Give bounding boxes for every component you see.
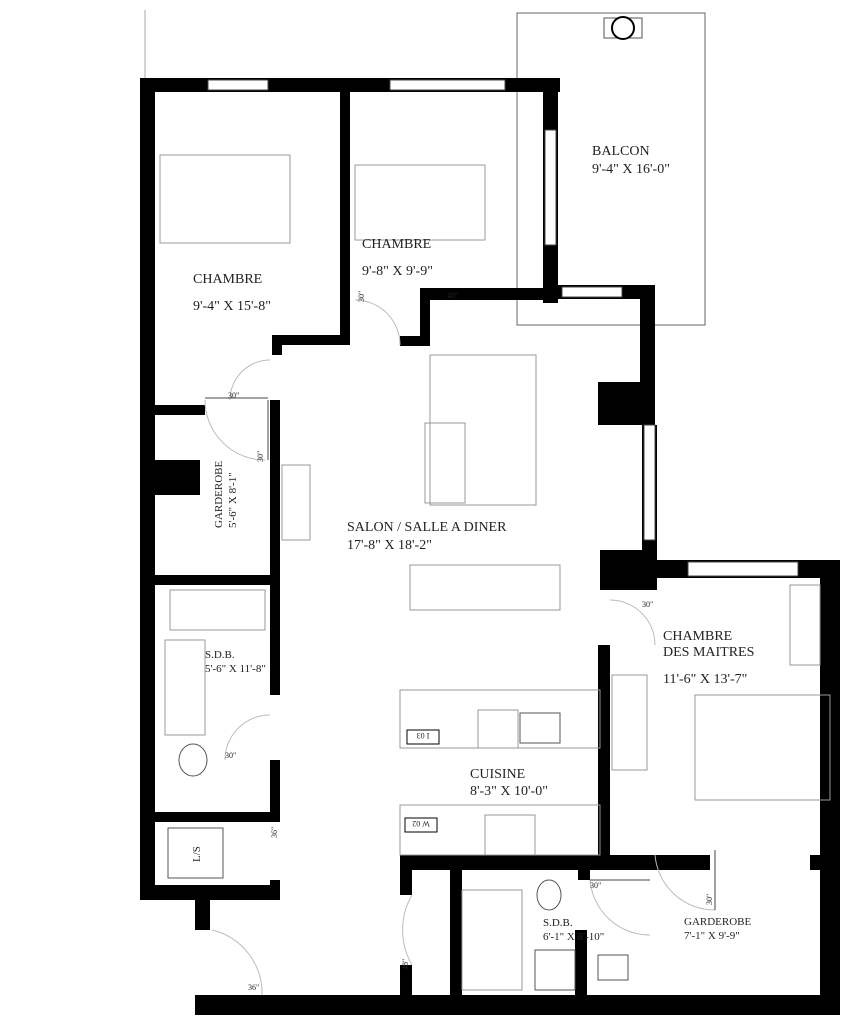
- room-name: GARDEROBE: [684, 916, 752, 928]
- shower-icon: [461, 889, 523, 991]
- door-size: 30": [642, 600, 653, 609]
- room-name: CHAMBRE: [193, 272, 262, 287]
- balcony-table-icon: [603, 16, 643, 40]
- room-name: DES MAITRES: [663, 645, 754, 660]
- dining-table-icon: [409, 564, 561, 611]
- laundry-label: L/S: [191, 846, 203, 862]
- bed-icon: [354, 164, 486, 241]
- vanity-icon: [164, 639, 206, 736]
- sink-icon: [519, 712, 561, 744]
- room-size: 5'-6" X 11'-8": [205, 663, 266, 675]
- door-size: 30": [590, 881, 601, 890]
- room-size: 17'-8" X 18'-2": [347, 538, 432, 553]
- room-name: S.D.B.: [543, 917, 573, 929]
- bed-icon: [159, 154, 291, 244]
- door-size: 36": [270, 827, 279, 838]
- double-vanity-icon: [534, 949, 576, 991]
- door-size: 48": [401, 959, 410, 970]
- room-size: 9'-4" X 16'-0": [592, 162, 670, 177]
- range-label: W 02: [412, 819, 429, 828]
- room-size: 11'-6" X 13'-7": [663, 672, 747, 687]
- room-name: BALCON: [592, 144, 650, 159]
- room-size: 5'-6" X 8'-1": [227, 472, 239, 528]
- master-bed-icon: [694, 694, 831, 801]
- door-size: 30": [228, 391, 239, 400]
- room-size: 6'-1" X 8'-10": [543, 931, 604, 943]
- toilet-icon: [536, 879, 562, 911]
- sofa-icon: [429, 354, 537, 506]
- room-size: 7'-1" X 9'-9": [684, 930, 740, 942]
- toilet-icon: [178, 743, 208, 777]
- walls: [140, 78, 840, 1015]
- room-name: SALON / SALLE A DINER: [347, 520, 507, 535]
- door-size: 30": [256, 451, 265, 462]
- windows: [207, 79, 799, 577]
- laundry-icon: [167, 827, 224, 879]
- furniture: [159, 154, 831, 991]
- bathtub-icon: [169, 589, 266, 631]
- door-size: 30": [357, 291, 366, 302]
- room-name: CHAMBRE: [663, 629, 732, 644]
- door-size: 30": [705, 894, 714, 905]
- room-name: CHAMBRE: [362, 237, 431, 252]
- room-size: 9'-4" X 15'-8": [193, 299, 271, 314]
- door-swings: [204, 299, 716, 996]
- door-size: 36": [248, 983, 259, 992]
- balcony-outline: [516, 12, 706, 326]
- room-size: 8'-3" X 10'-0": [470, 784, 548, 799]
- room-name: CUISINE: [470, 767, 525, 782]
- stove-icon: [484, 814, 536, 856]
- room-size: 9'-8" X 9'-9": [362, 264, 433, 279]
- room-name: GARDEROBE: [213, 460, 225, 528]
- fridge-label: I 03: [417, 731, 430, 740]
- door-size: 30": [225, 751, 236, 760]
- room-name: S.D.B.: [205, 649, 235, 661]
- door-size: 48": [447, 291, 458, 300]
- tv-icon: [281, 464, 311, 541]
